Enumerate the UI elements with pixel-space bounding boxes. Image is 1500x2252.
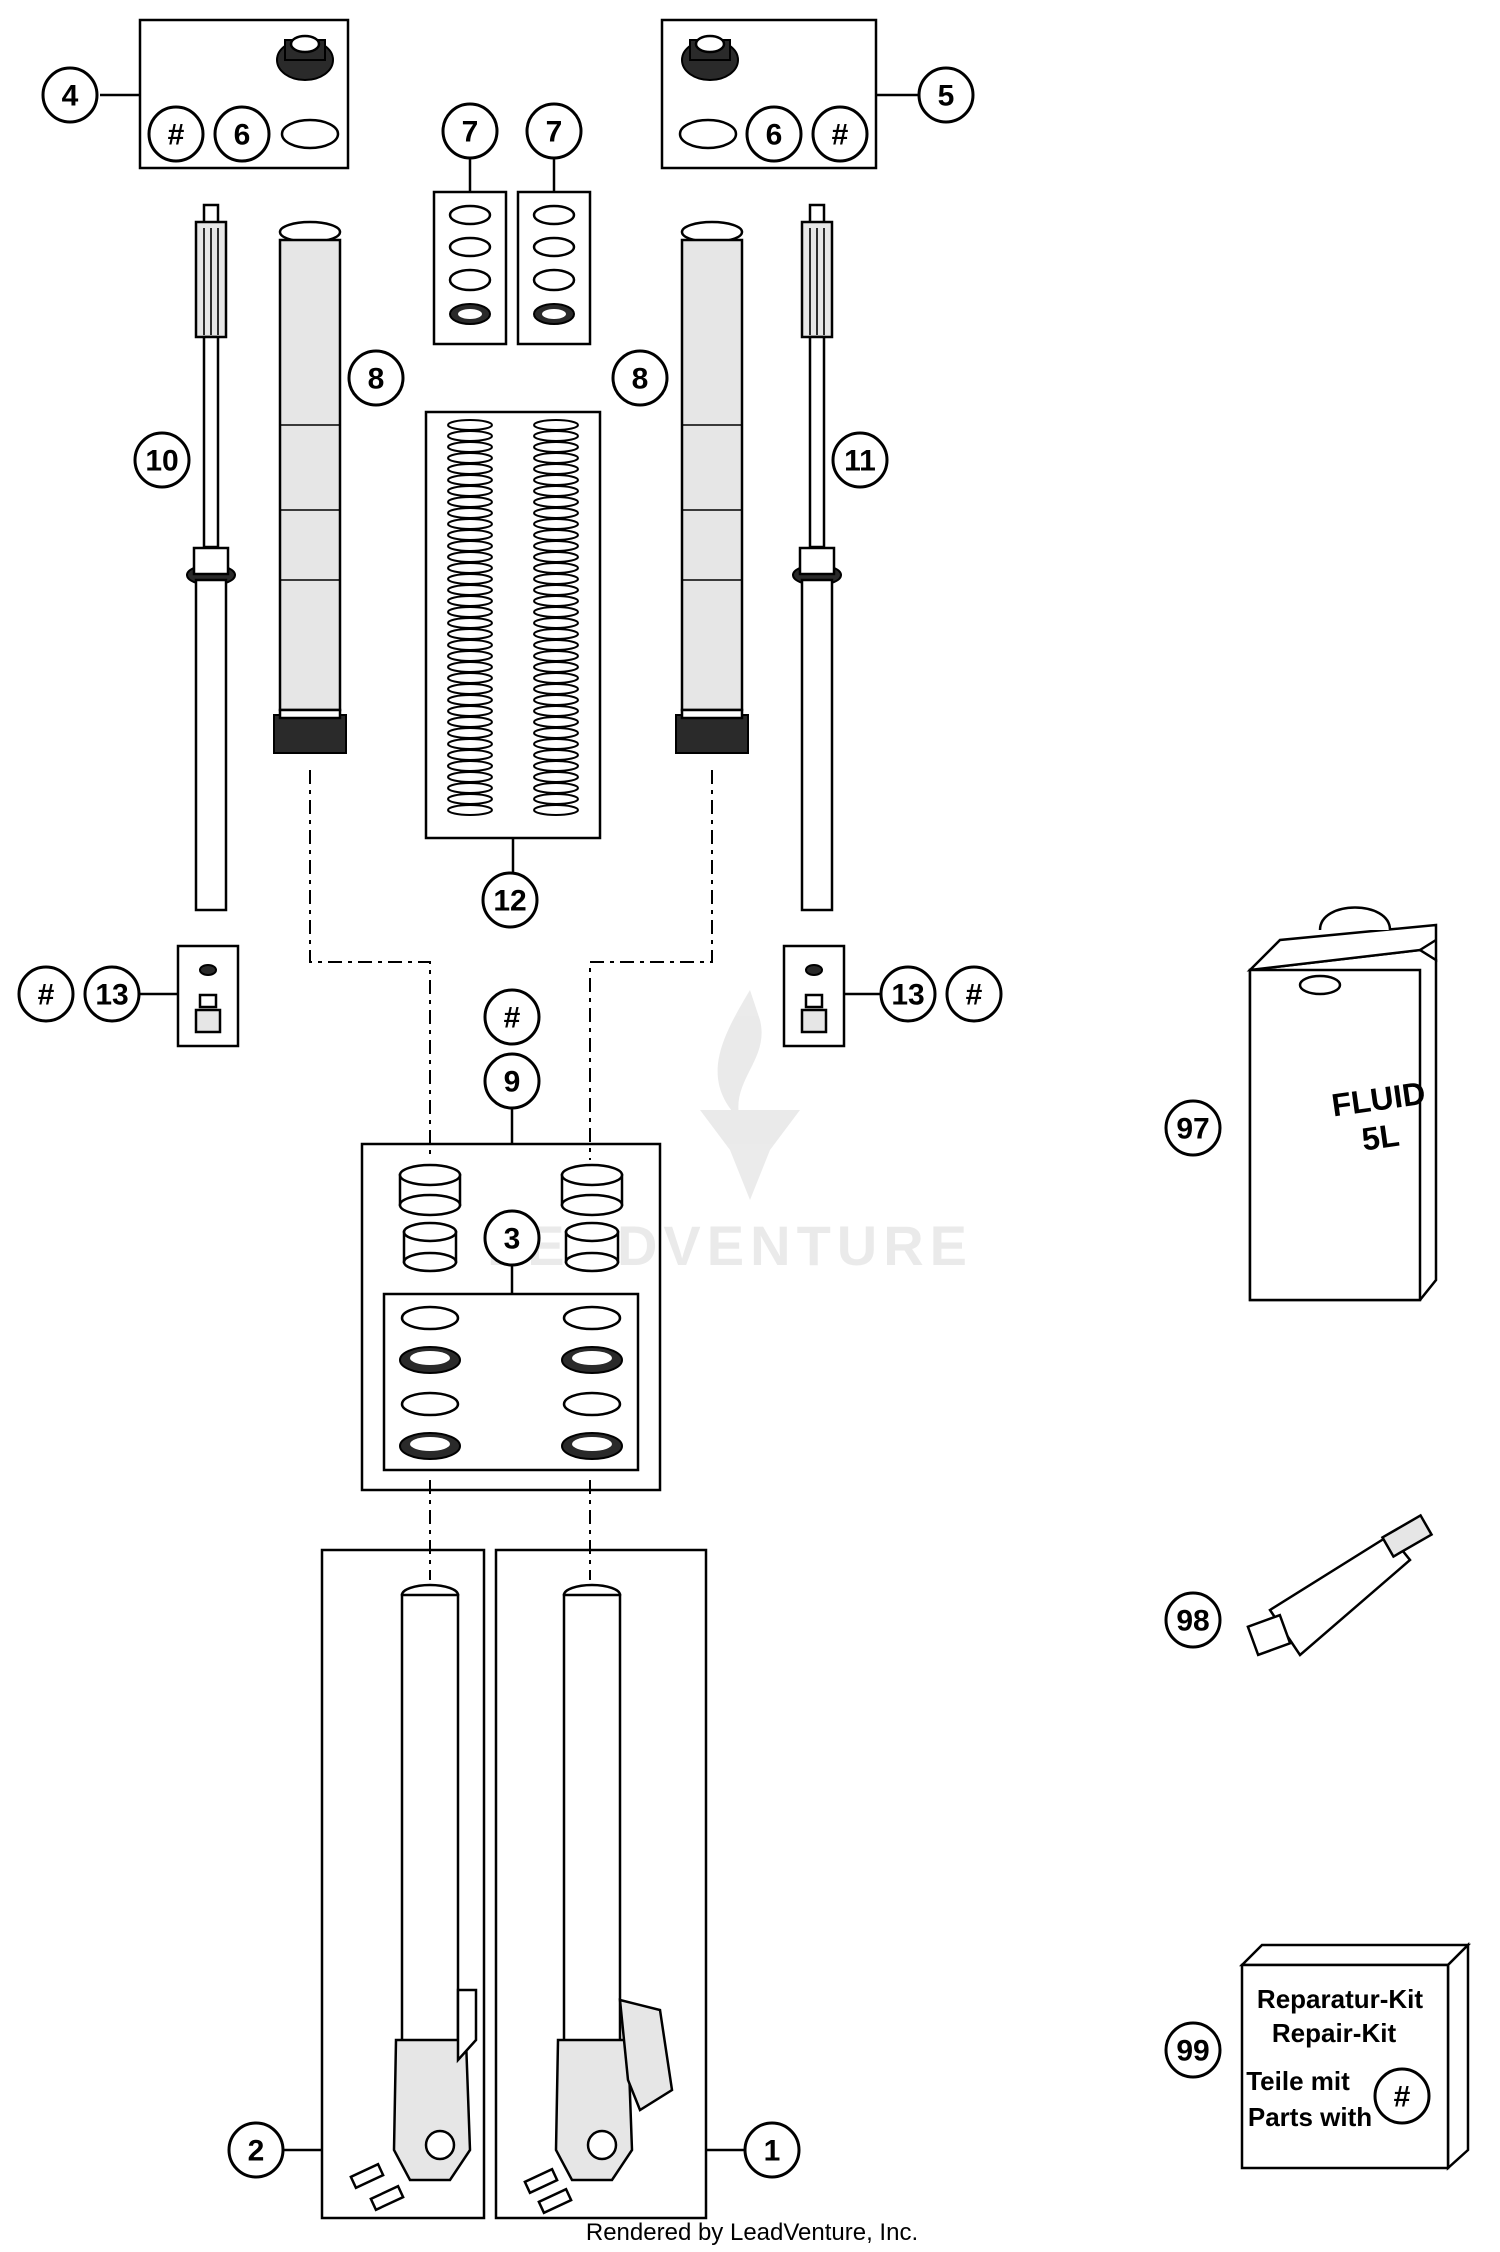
svg-text:12: 12 [493,885,526,918]
svg-text:1: 1 [764,2135,781,2168]
svg-text:10: 10 [145,445,178,478]
top-cap-left [276,34,334,81]
repair-kit-line-3: Teile mit [1246,2066,1350,2096]
washer-stack-left [448,204,492,325]
box-bolt-13-right [782,944,846,1048]
o-ring-right [678,118,738,150]
callout-5[interactable]: 5 [917,66,975,124]
svg-text:8: 8 [368,363,385,396]
bushing-upper-right [560,1163,624,1217]
svg-text:3: 3 [504,1223,521,1256]
callout-4[interactable]: 4 [41,66,99,124]
svg-text:5: 5 [938,80,955,113]
damper-cartridge-11 [792,203,842,912]
box-fork-leg-1 [494,1548,708,2220]
svg-text:6: 6 [234,119,251,152]
outer-tube-left [273,220,347,754]
fork-leg-right [554,1583,674,2182]
callout-9[interactable]: 9 [483,1052,541,1110]
spring-left [447,419,493,816]
washer-stack-right [532,204,576,325]
axle-bolts-left [349,2162,405,2212]
bushing-lower-right [564,1221,620,1273]
render-credit: Rendered by LeadVenture, Inc. [586,2219,918,2246]
grease-tube [1246,1513,1434,1657]
svg-text:#: # [832,119,849,152]
o-ring-left [280,118,340,150]
bushing-lower-left [402,1221,458,1273]
repair-kit-line-1: Reparatur-Kit [1257,1984,1423,2014]
svg-text:#: # [168,119,185,152]
fluid-can-label-2: 5L [1359,1117,1401,1158]
svg-text:13: 13 [891,979,924,1012]
spring-right [533,419,579,816]
repair-kit-box [1238,1941,1472,2171]
callout-13-right[interactable]: 13 [879,965,937,1023]
callout-8-right[interactable]: 8 [611,349,669,407]
bushing-upper-left [398,1163,462,1217]
box-bolt-13-left [176,944,240,1048]
callout-99[interactable]: 99 [1164,2021,1222,2079]
svg-text:9: 9 [504,1066,521,1099]
svg-text:7: 7 [462,116,479,149]
svg-text:#: # [1394,2081,1411,2114]
svg-text:13: 13 [95,979,128,1012]
svg-text:7: 7 [546,116,563,149]
callout-8-left[interactable]: 8 [347,349,405,407]
seal-set-left [399,1305,461,1460]
damper-cartridge-10 [186,203,236,912]
svg-text:8: 8 [632,363,649,396]
seal-set-right [561,1305,623,1460]
callout-7-right[interactable]: 7 [525,102,583,160]
watermark-logo [700,990,800,1200]
repair-kit-line-4: Parts with [1248,2102,1372,2132]
svg-text:6: 6 [766,119,783,152]
svg-text:2: 2 [248,2135,265,2168]
dash-left-upper [309,770,431,1160]
callout-97[interactable]: 97 [1164,1099,1222,1157]
bolt-left [194,964,222,1034]
outer-tube-right [675,220,749,754]
svg-text:98: 98 [1176,1605,1209,1638]
callout-hash-4[interactable]: # [147,105,205,163]
repair-kit-line-2: Repair-Kit [1272,2018,1397,2048]
axle-bolts-right [523,2167,573,2215]
callout-hash-13-right[interactable]: # [945,965,1003,1023]
fork-oil-can [1246,906,1438,1302]
box-washers-7-right [516,190,592,346]
callout-2[interactable]: 2 [227,2121,285,2179]
callout-hash-13-left[interactable]: # [17,965,75,1023]
top-cap-right [681,34,739,81]
svg-text:#: # [966,979,983,1012]
fork-leg-left [392,1583,478,2182]
svg-text:#: # [504,1002,521,1035]
callout-hash-kit: # [1373,2067,1431,2125]
callout-hash-5[interactable]: # [811,105,869,163]
callout-7-left[interactable]: 7 [441,102,499,160]
callout-12[interactable]: 12 [481,871,539,929]
callout-6-left[interactable]: 6 [213,105,271,163]
callout-11[interactable]: 11 [831,431,889,489]
box-seals-3 [382,1292,640,1472]
svg-text:4: 4 [62,80,79,113]
bolt-right [800,964,828,1034]
svg-text:97: 97 [1176,1113,1209,1146]
callout-98[interactable]: 98 [1164,1591,1222,1649]
svg-text:99: 99 [1176,2035,1209,2068]
callout-1[interactable]: 1 [743,2121,801,2179]
callout-hash-9[interactable]: # [483,988,541,1046]
box-fork-leg-2 [320,1548,486,2220]
box-washers-7-left [432,190,508,346]
svg-text:11: 11 [844,445,876,478]
dash-right-upper [589,770,713,1160]
callout-10[interactable]: 10 [133,431,191,489]
callout-13-left[interactable]: 13 [83,965,141,1023]
svg-text:#: # [38,979,55,1012]
watermark-text: LEADVENTURE [487,1214,973,1277]
callout-6-right[interactable]: 6 [745,105,803,163]
callout-3[interactable]: 3 [483,1209,541,1267]
box-seal-kit-9 [360,1142,662,1492]
